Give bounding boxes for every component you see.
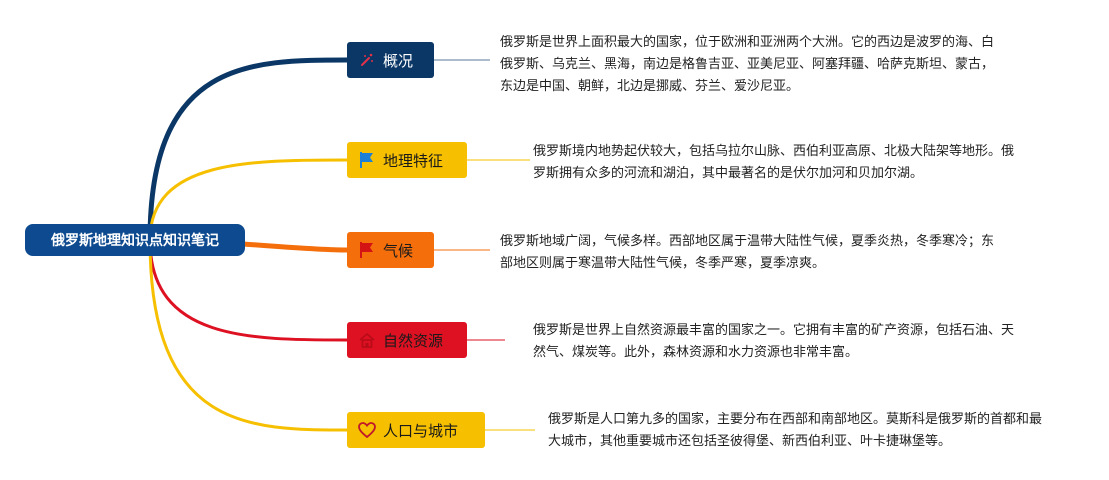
branch-connector [148, 238, 349, 432]
branch-label: 气候 [383, 241, 414, 260]
root-title: 俄罗斯地理知识点知识笔记 [51, 233, 219, 249]
flag-icon [357, 150, 377, 170]
branch-description: 俄罗斯地域广阔，气候多样。西部地区属于温带大陆性气候，夏季炎热，冬季寒冷；东部地… [500, 234, 995, 271]
branch-natural-resources[interactable]: 自然资源 [347, 322, 467, 358]
home-icon [357, 330, 377, 350]
branch-description: 俄罗斯是世界上自然资源最丰富的国家之一。它拥有丰富的矿产资源，包括石油、天然气、… [533, 323, 1015, 360]
branch-connector [148, 158, 349, 242]
branch-label: 人口与城市 [383, 421, 459, 440]
branch-label: 概况 [383, 51, 414, 70]
branch-population-cities[interactable]: 人口与城市 [347, 412, 485, 448]
branch-connector [148, 238, 349, 342]
flag-icon [357, 240, 377, 260]
root-topic[interactable]: 俄罗斯地理知识点知识笔记 [25, 224, 245, 256]
branch-description: 俄罗斯是世界上面积最大的国家，位于欧洲和亚洲两个大洲。它的西边是波罗的海、白俄罗… [500, 35, 995, 94]
heart-icon [357, 420, 377, 440]
branch-connector [147, 57, 350, 243]
branch-geography[interactable]: 地理特征 [347, 142, 467, 178]
branch-climate[interactable]: 气候 [347, 232, 434, 268]
branch-description: 俄罗斯境内地势起伏较大，包括乌拉尔山脉、西伯利亚高原、北极大陆架等地形。俄罗斯拥… [533, 144, 1015, 181]
sparkle-wand-icon [357, 50, 377, 70]
branch-label: 自然资源 [383, 331, 444, 350]
branch-overview[interactable]: 概况 [347, 42, 434, 78]
branch-label: 地理特征 [383, 151, 444, 170]
branch-description: 俄罗斯是人口第九多的国家，主要分布在西部和南部地区。莫斯科是俄罗斯的首都和最大城… [548, 412, 1043, 449]
